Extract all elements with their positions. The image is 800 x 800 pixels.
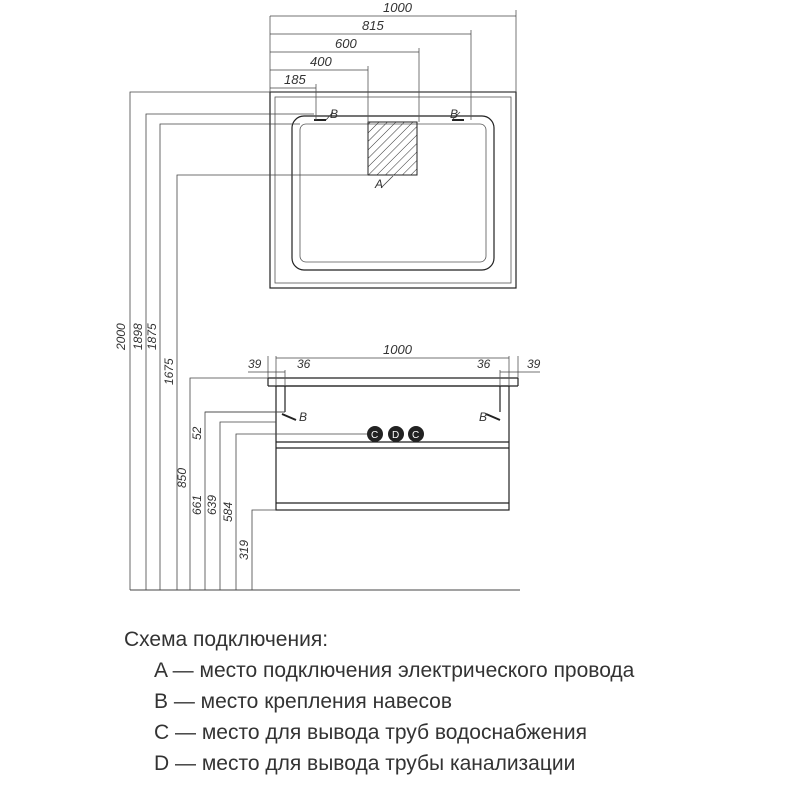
dim-height-584: 584 — [221, 502, 235, 522]
marker-c-right: C — [412, 430, 419, 441]
dim-height-2000: 2000 — [114, 323, 128, 351]
cabinet-hanger-right — [485, 413, 501, 421]
dim-mirror-400: 400 — [310, 54, 332, 69]
mirror-marker-a: A — [374, 177, 383, 191]
dim-cabinet-36-left: 36 — [297, 357, 311, 371]
cabinet-dimensions: 39 36 1000 36 39 — [248, 342, 541, 386]
height-dimensions: 2000 1898 1875 1675 850 52 661 639 584 3… — [114, 91, 520, 591]
electric-connection-zone — [367, 121, 418, 176]
dim-height-1875: 1875 — [145, 323, 159, 350]
dim-cabinet-1000: 1000 — [383, 342, 413, 357]
dim-mirror-185: 185 — [284, 72, 306, 87]
dim-height-661: 661 — [190, 495, 204, 515]
connection-legend: Схема подключения: A — место подключения… — [124, 624, 634, 779]
cabinet-hanger-left — [281, 413, 297, 421]
mirror-marker-b-right: B — [450, 107, 458, 121]
legend-item-b: B — место крепления навесов — [154, 690, 453, 713]
legend-title: Схема подключения: — [124, 628, 329, 651]
dim-height-319: 319 — [237, 540, 251, 560]
water-outlet-right: C — [408, 426, 424, 442]
mirror-frame-inner — [274, 96, 512, 284]
water-outlet-left: C — [367, 426, 383, 442]
dim-mirror-600: 600 — [335, 36, 357, 51]
legend-item-d: D — место для вывода трубы канализации — [154, 752, 576, 775]
marker-c-left: C — [371, 430, 378, 441]
legend-item-a: A — место подключения электрического про… — [154, 659, 635, 682]
cabinet-marker-b-left: B — [299, 410, 307, 424]
dim-height-1675: 1675 — [162, 358, 176, 385]
dim-cabinet-36-right: 36 — [477, 357, 491, 371]
mirror: B B A — [269, 91, 517, 289]
legend-item-c: C — место для вывода труб водоснабжения — [154, 721, 587, 744]
drain-outlet: D — [388, 426, 404, 442]
dim-height-850: 850 — [175, 468, 189, 488]
dim-cabinet-39-left: 39 — [248, 357, 262, 371]
dim-mirror-815: 815 — [362, 18, 384, 33]
dim-mirror-1000: 1000 — [383, 0, 413, 15]
dim-cabinet-39-right: 39 — [527, 357, 541, 371]
dim-height-1898: 1898 — [131, 323, 145, 350]
mirror-marker-b-left: B — [330, 107, 338, 121]
mirror-glass-outer — [291, 115, 495, 271]
marker-d: D — [392, 430, 399, 441]
mirror-frame-outer — [269, 91, 517, 289]
cabinet: B B C D C — [267, 377, 519, 511]
dim-gap-52: 52 — [190, 426, 204, 440]
mirror-dimensions: 1000 815 600 400 185 — [269, 0, 517, 122]
installation-drawing: B B A 1000 815 600 400 185 — [114, 0, 541, 591]
cabinet-marker-b-right: B — [479, 410, 487, 424]
dim-height-639: 639 — [205, 495, 219, 515]
